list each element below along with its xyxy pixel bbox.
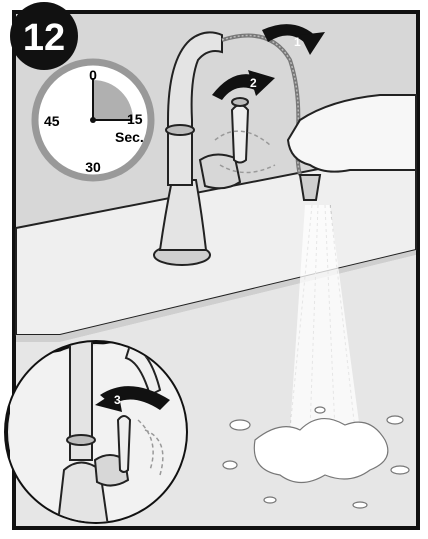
arrow-2-label: 2	[250, 76, 257, 90]
timer-label-15: 15	[127, 111, 143, 127]
step-badge: 12	[10, 2, 78, 70]
timer-unit: Sec.	[115, 129, 144, 145]
timer-label-30: 30	[85, 159, 101, 175]
step-number: 12	[23, 17, 65, 59]
arrow-1-label: 1	[294, 35, 301, 49]
timer-label-45: 45	[44, 113, 60, 129]
timer-label-0: 0	[89, 67, 97, 83]
timer-dial: 0 15 Sec. 30 45	[35, 62, 151, 178]
arrow-3-label: 3	[114, 393, 121, 407]
